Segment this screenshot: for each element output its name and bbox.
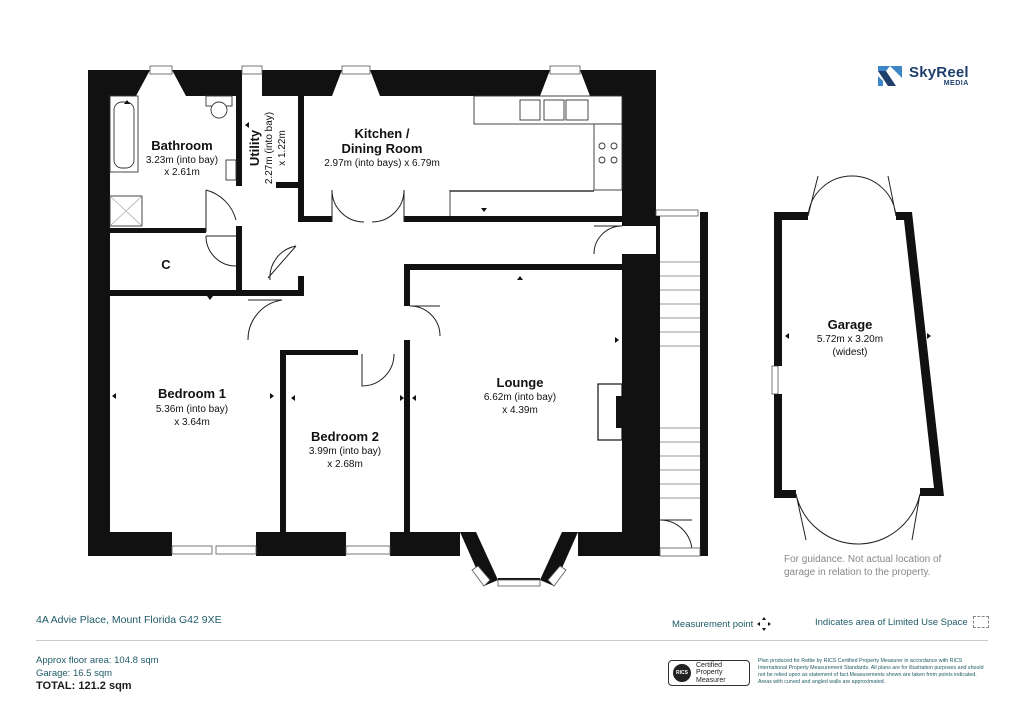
property-address: 4A Advie Place, Mount Florida G42 9XE: [36, 614, 222, 626]
legend-limited-use-label: Indicates area of Limited Use Space: [815, 616, 968, 628]
garage-dim2: (widest): [832, 347, 867, 358]
bedroom2-name: Bedroom 2: [311, 429, 379, 444]
garage-guidance: For guidance. Not actual location of gar…: [784, 553, 941, 579]
utility-dim2: x 1.22m: [277, 130, 288, 166]
windows: [149, 65, 779, 587]
legend-measurement-label: Measurement point: [672, 618, 754, 630]
utility-name: Utility: [247, 129, 262, 166]
lounge-dim2: x 4.39m: [502, 405, 538, 416]
bedroom2-dim2: x 2.68m: [327, 459, 363, 470]
footer-divider: [36, 640, 988, 641]
interior-walls: [110, 96, 628, 532]
bathroom-dim2: x 2.61m: [164, 167, 200, 178]
bathroom-fittings: [109, 95, 237, 227]
measurement-points: [112, 100, 931, 401]
kitchen-name-1: Kitchen /: [355, 126, 410, 141]
garage-name: Garage: [828, 317, 873, 332]
garage-dim1: 5.72m x 3.20m: [817, 334, 883, 345]
brand-name: SkyReel: [909, 64, 969, 81]
skyreel-logo-icon: [878, 66, 902, 86]
lounge-name: Lounge: [497, 375, 544, 390]
lounge-dim1: 6.62m (into bay): [484, 392, 556, 403]
bedroom1-name: Bedroom 1: [158, 386, 226, 401]
legend-measurement-point: Measurement point: [672, 616, 772, 632]
bathroom-name: Bathroom: [151, 138, 212, 153]
exterior-walls: [88, 70, 656, 586]
total-garage-area: Garage: 16.5 sqm: [36, 667, 113, 679]
stairwell: [656, 212, 708, 557]
total-floor-area: Approx floor area: 104.8 sqm: [36, 655, 159, 666]
rics-logo-icon: RICS: [673, 664, 691, 682]
rics-line-3: Measurer: [696, 676, 726, 684]
measurement-point-icon: [757, 617, 772, 631]
cupboard-label: C: [161, 257, 171, 272]
brand-logo: SkyReel MEDIA: [876, 62, 969, 90]
limited-use-swatch-icon: [972, 616, 989, 628]
doors: [205, 189, 623, 387]
disclaimer-text: Plan produced for Rettie by RICS Certifi…: [758, 658, 984, 685]
rics-badge: RICS Certified Property Measurer: [668, 660, 750, 686]
guidance-line-2: garage in relation to the property.: [784, 567, 931, 578]
kitchen-fittings: [449, 95, 623, 216]
area-totals: Approx floor area: 104.8 sqm Garage: 16.…: [36, 655, 159, 693]
bathroom-dim1: 3.23m (into bay): [146, 155, 218, 166]
room-labels: Bathroom 3.23m (into bay) x 2.61m Utilit…: [146, 112, 883, 470]
bedroom2-dim1: 3.99m (into bay): [309, 446, 381, 457]
kitchen-name-2: Dining Room: [342, 141, 423, 156]
bedroom1-dim1: 5.36m (into bay): [156, 404, 228, 415]
legend-limited-use: Indicates area of Limited Use Space: [815, 616, 989, 628]
garage-walls: [774, 212, 944, 498]
total-area: TOTAL: 121.2 sqm: [36, 680, 132, 692]
utility-dim1: 2.27m (into bay): [264, 112, 275, 184]
guidance-line-1: For guidance. Not actual location of: [784, 554, 942, 565]
bedroom1-dim2: x 3.64m: [174, 417, 210, 428]
rics-line-2: Property: [696, 669, 723, 677]
brand-sub: MEDIA: [943, 80, 969, 87]
garage-doors: [795, 175, 921, 545]
kitchen-dim: 2.97m (into bays) x 6.79m: [324, 158, 440, 169]
rics-line-1: Certified: [696, 661, 723, 669]
